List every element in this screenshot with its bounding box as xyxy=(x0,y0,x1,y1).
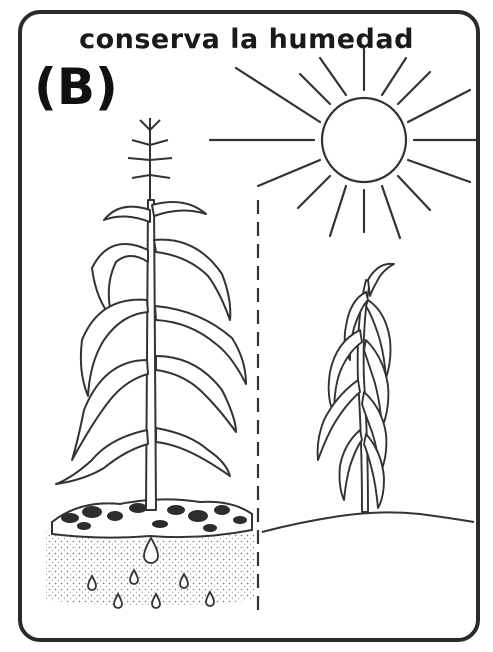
corn-plant-wilted-icon xyxy=(318,264,394,512)
sun-icon xyxy=(210,48,478,238)
dry-ground xyxy=(262,512,474,532)
corn-plant-healthy-icon xyxy=(56,118,246,510)
